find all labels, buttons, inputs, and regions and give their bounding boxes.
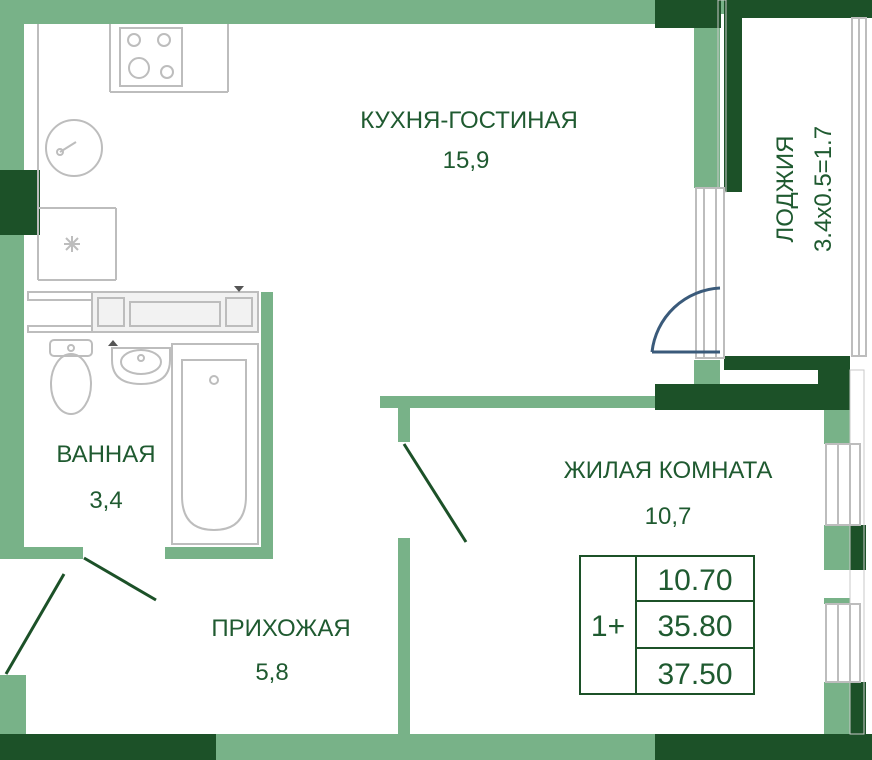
washing-machine-icon	[45, 119, 103, 177]
apartment-type: 1+	[591, 610, 625, 643]
hallway-name: ПРИХОЖАЯ	[211, 615, 350, 642]
room-bathroom: ВАННАЯ 3,4	[56, 441, 155, 514]
room-living: ЖИЛАЯ КОМНАТА 10,7	[564, 457, 773, 530]
area-summary-table: 1+ 10.70 35.80 37.50	[579, 555, 755, 695]
kitchen-counter	[37, 24, 229, 281]
stove-icon	[119, 27, 183, 87]
room-loggia: ЛОДЖИЯ 3.4x0.5=1.7	[772, 126, 837, 252]
windows	[695, 17, 867, 683]
loggia-area: 3.4x0.5=1.7	[810, 126, 837, 252]
living-name: ЖИЛАЯ КОМНАТА	[564, 457, 773, 484]
snowflake-icon	[64, 236, 80, 252]
loggia-name: ЛОДЖИЯ	[772, 136, 799, 243]
room-hallway: ПРИХОЖАЯ 5,8	[211, 615, 350, 686]
room-kitchen: КУХНЯ-ГОСТИНАЯ 15,9	[360, 107, 578, 174]
toilet-icon	[49, 339, 93, 415]
bathroom-name: ВАННАЯ	[56, 441, 155, 468]
kitchen-area: 15,9	[443, 147, 490, 174]
shaft	[27, 286, 259, 346]
summary-value-2: 35.80	[657, 610, 732, 643]
bathroom-area: 3,4	[89, 487, 122, 514]
summary-value-1: 10.70	[657, 564, 732, 597]
hallway-area: 5,8	[255, 659, 288, 686]
summary-value-3: 37.50	[657, 658, 732, 691]
sink-icon	[111, 347, 171, 386]
bathtub-icon	[171, 343, 259, 545]
living-area: 10,7	[645, 503, 692, 530]
doors	[4, 286, 721, 675]
kitchen-name: КУХНЯ-ГОСТИНАЯ	[360, 107, 578, 134]
